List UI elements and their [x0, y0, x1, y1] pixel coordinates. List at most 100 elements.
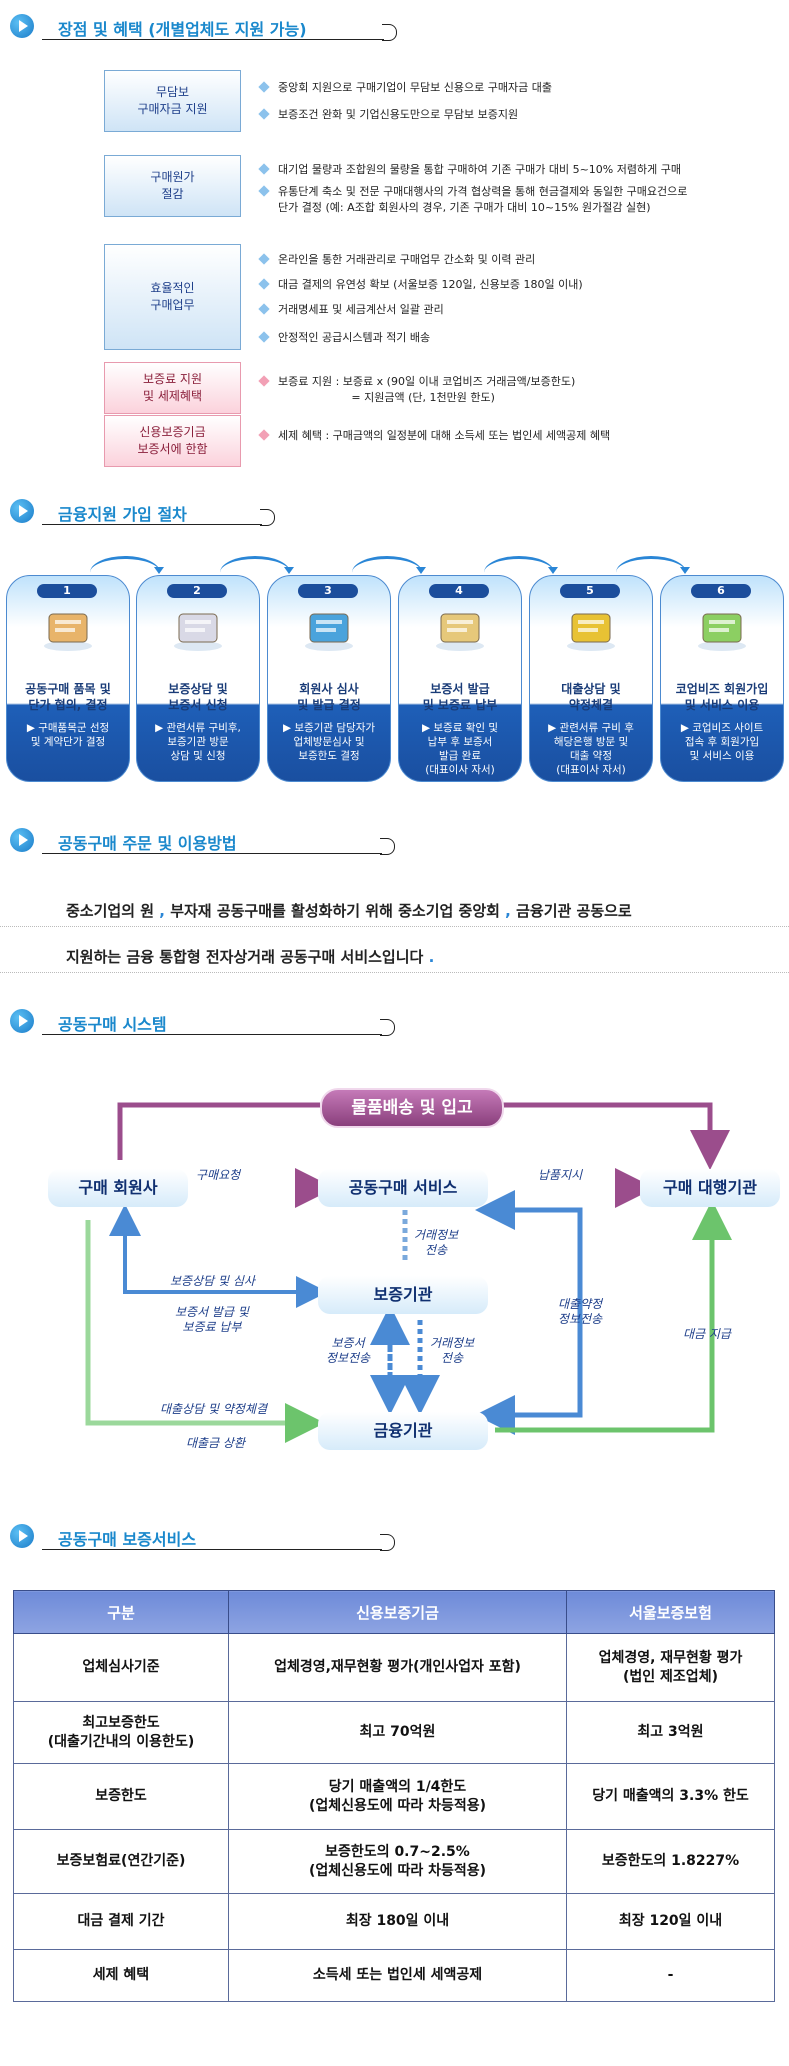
diamond-icon	[258, 331, 270, 343]
step-description: ▶ 구매품목군 선정 및 계약단가 결정	[26, 722, 110, 748]
step-arrow-icon	[352, 556, 426, 589]
node-member: 구매 회원사	[48, 1169, 188, 1207]
row-label-cell: 세제 혜택	[13, 1949, 229, 2002]
step-title: 코업비즈 회원가입 및 서비스 이용	[675, 682, 769, 712]
step-number: 4	[429, 584, 489, 598]
table-row: 보증보험료(연간기준)보증한도의 0.7~2.5% (업체신용도에 따라 차등적…	[13, 1829, 775, 1894]
procedure-step: 1 공동구매 품목 및 단가 협의, 결정 ▶ 구매품목군 선정 및 계약단가 결정	[6, 575, 130, 782]
section-title: 장점 및 혜택 (개별업체도 지원 가능)	[58, 20, 307, 39]
documents-icon	[171, 606, 225, 652]
diamond-icon	[258, 278, 270, 290]
diamond-icon	[258, 253, 270, 265]
step-title: 보증상담 및 보증서 신청	[168, 682, 228, 712]
label-loan-info: 대출약정 정보전송	[558, 1297, 603, 1326]
step-description: ▶ 관련서류 구비후, 보증기관 방문 상담 및 신청	[155, 722, 241, 762]
usage-line-2: 지원하는 금융 통합형 전자상거래 공동구매 서비스입니다 .	[66, 948, 435, 966]
table-cell: 보증한도의 0.7~2.5% (업체신용도에 따라 차등적용)	[228, 1829, 567, 1894]
step-number: 5	[560, 584, 620, 598]
section-title: 금융지원 가입 절차	[58, 505, 187, 524]
table-cell: 업체경영, 재무현황 평가 (법인 제조업체)	[566, 1633, 775, 1702]
table-cell: 업체경영,재무현황 평가(개인사업자 포함)	[228, 1633, 567, 1702]
label-trade-info-2: 거래정보 전송	[430, 1336, 475, 1365]
row-label-cell: 보증한도	[13, 1763, 229, 1830]
table-cell: 최고 3억원	[566, 1701, 775, 1764]
table-cell: 보증한도의 1.8227%	[566, 1829, 775, 1894]
play-icon	[10, 14, 34, 38]
step-arrow-icon	[616, 556, 690, 589]
step-title: 공동구매 품목 및 단가 협의, 결정	[25, 682, 111, 712]
benefit-label-collateral: 무담보 구매자금 지원	[104, 70, 241, 132]
node-agency: 구매 대행기관	[640, 1169, 780, 1207]
diamond-icon	[258, 303, 270, 315]
table-cell: 소득세 또는 법인세 세액공제	[228, 1949, 567, 2002]
label-payment: 대금 지급	[683, 1327, 731, 1341]
play-icon	[10, 828, 34, 852]
table-cell: 최장 180일 이내	[228, 1893, 567, 1950]
step-arrow-icon	[90, 556, 164, 589]
step-description: ▶ 관련서류 구비 후 해당은행 방문 및 대출 약정 (대표이사 자서)	[548, 722, 634, 776]
step-arrow-icon	[220, 556, 294, 589]
step-title: 대출상담 및 약정체결	[561, 682, 621, 712]
section-title: 공동구매 시스템	[58, 1015, 167, 1034]
section-title: 공동구매 주문 및 이용방법	[58, 834, 237, 853]
row-label-cell: 업체심사기준	[13, 1633, 229, 1702]
step-description: ▶ 보증기관 담당자가 업체방문심사 및 보증한도 결정	[282, 722, 376, 762]
table-header: 신용보증기금	[228, 1590, 567, 1634]
label-trade-info: 거래정보 전송	[414, 1228, 459, 1257]
scroll-pen-icon	[433, 606, 487, 652]
benefit-label-fee-support: 보증료 지원 및 세제혜택	[104, 362, 241, 414]
diamond-icon	[258, 185, 270, 197]
label-delivery-order: 납품지시	[538, 1168, 583, 1182]
table-cell: 당기 매출액의 1/4한도 (업체신용도에 따라 차등적용)	[228, 1763, 567, 1830]
diamond-icon	[258, 108, 270, 120]
step-title: 보증서 발급 및 보증료 납부	[422, 682, 498, 712]
table-header: 구분	[13, 1590, 229, 1634]
play-icon	[10, 1009, 34, 1033]
delivery-banner: 물품배송 및 입고	[320, 1088, 504, 1128]
section-title: 공동구매 보증서비스	[58, 1530, 197, 1549]
step-title: 회원사 심사 및 발급 결정	[297, 682, 361, 712]
step-number: 1	[37, 584, 97, 598]
play-icon	[10, 499, 34, 523]
play-icon	[10, 1524, 34, 1548]
usage-line-1: 중소기업의 원 , 부자재 공동구매를 활성화하기 위해 중소기업 중앙회 , …	[66, 902, 632, 920]
node-guarantor: 보증기관	[318, 1276, 488, 1314]
step-description: ▶ 코업비즈 사이트 접속 후 회원가입 및 서비스 이용	[680, 722, 764, 762]
row-label-cell: 보증보험료(연간기준)	[13, 1829, 229, 1894]
diamond-icon	[258, 375, 270, 387]
node-service: 공동구매 서비스	[318, 1169, 488, 1207]
table-cell: -	[566, 1949, 775, 2002]
system-diagram-arrows	[85, 1102, 732, 1443]
step-number: 6	[691, 584, 751, 598]
table-cell: 당기 매출액의 3.3% 한도	[566, 1763, 775, 1830]
diamond-icon	[258, 81, 270, 93]
node-bank: 금융기관	[318, 1412, 488, 1450]
checklist-icon	[695, 606, 749, 652]
benefit-label-efficiency: 효율적인 구매업무	[104, 244, 241, 350]
envelope-icon	[41, 606, 95, 652]
label-guarantee-consult: 보증상담 및 심사	[170, 1274, 255, 1288]
procedure-step: 6 코업비즈 회원가입 및 서비스 이용 ▶ 코업비즈 사이트 접속 후 회원가입 …	[660, 575, 784, 782]
row-label-cell: 최고보증한도 (대출기간내의 이용한도)	[13, 1701, 229, 1764]
label-loan-consult: 대출상담 및 약정체결	[160, 1402, 267, 1416]
table-header-row: 구분 신용보증기금 서울보증보험	[13, 1590, 775, 1634]
step-arrow-icon	[484, 556, 558, 589]
benefit-label-cost: 구매원가 절감	[104, 155, 241, 217]
table-cell: 최고 70억원	[228, 1701, 567, 1764]
procedure-step: 5 대출상담 및 약정체결 ▶ 관련서류 구비 후 해당은행 방문 및 대출 약정 …	[529, 575, 653, 782]
magnifier-books-icon	[302, 606, 356, 652]
step-number: 3	[298, 584, 358, 598]
diamond-icon	[258, 429, 270, 441]
table-header: 서울보증보험	[566, 1590, 775, 1634]
coins-icon	[564, 606, 618, 652]
label-guarantee-info: 보증서 정보전송	[326, 1336, 371, 1365]
label-guarantee-issue: 보증서 발급 및 보증료 납부	[175, 1305, 249, 1334]
